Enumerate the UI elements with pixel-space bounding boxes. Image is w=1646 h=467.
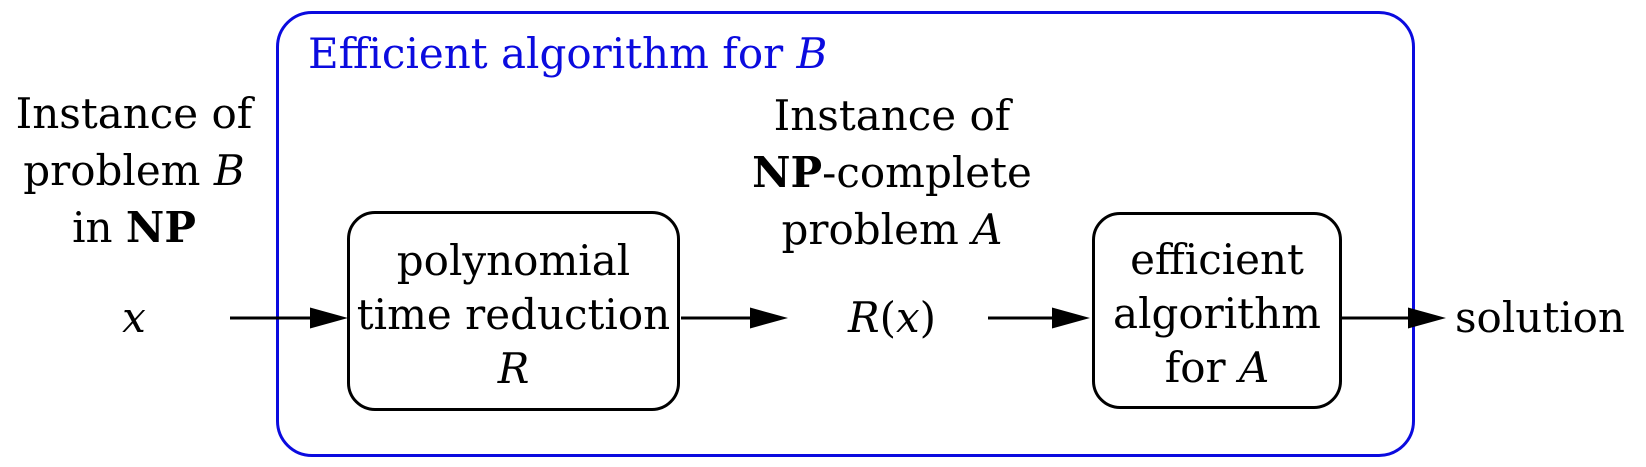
frame-title: Efficient algorithm for B	[308, 30, 827, 78]
input-instance-line1: Instance of	[15, 89, 253, 138]
output-label: solution	[1455, 293, 1625, 342]
algorithm-a-line2: algorithm	[1113, 288, 1321, 338]
np-complete-line3: problem A	[781, 205, 1003, 254]
input-variable: x	[122, 293, 146, 342]
np-complete-instance-label: Instance of NP-complete problem A	[730, 87, 1054, 258]
reduction-box-line3: R	[497, 344, 530, 393]
intermediate-variable: R(x)	[847, 293, 937, 342]
input-instance-line3: in NP	[72, 203, 196, 252]
reduction-box: polynomial time reduction R	[347, 211, 680, 411]
input-instance-label: Instance of problem B in NP	[2, 85, 266, 256]
algorithm-a-line3: for A	[1164, 342, 1270, 392]
frame-title-text: Efficient algorithm for	[308, 29, 797, 78]
frame-title-var: B	[796, 29, 828, 78]
reduction-box-line2: time reduction	[356, 290, 671, 339]
algorithm-a-line1: efficient	[1130, 234, 1304, 284]
reduction-box-line1: polynomial	[396, 236, 631, 285]
input-instance-line2: problem B	[23, 146, 245, 195]
efficient-algorithm-frame	[276, 11, 1415, 457]
algorithm-a-box: efficient algorithm for A	[1092, 212, 1342, 409]
np-complete-line1: Instance of	[773, 91, 1011, 140]
np-complete-line2: NP-complete	[752, 148, 1032, 197]
